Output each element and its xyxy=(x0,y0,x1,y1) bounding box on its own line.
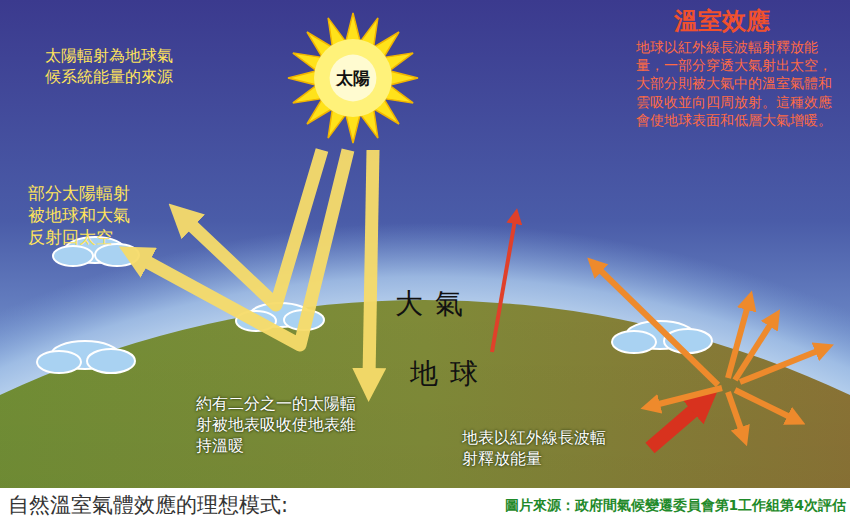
atmosphere-label: 大氣 xyxy=(395,286,505,322)
reflection-note: 部分太陽輻射被地球和大氣反射回太空 xyxy=(28,182,140,248)
panel-body: 地球以紅外線長波輻射釋放能量，一部分穿透大氣射出太空，大部分則被大氣中的溫室氣體… xyxy=(636,38,842,129)
source-caption: 圖片來源：政府間氣候變遷委員會第1工作組第4次評估 xyxy=(410,496,846,514)
sun-note: 太陽輻射為地球氣候系統能量的來源 xyxy=(45,46,187,88)
earth-label: 地球 xyxy=(410,356,500,392)
infrared-note: 地表以紅外線長波輻射釋放能量 xyxy=(462,428,608,470)
sun-circle: 太陽 xyxy=(286,11,420,145)
diagram-title: 自然溫室氣體效應的理想模式: xyxy=(8,492,408,519)
node-text: 太陽 xyxy=(336,68,370,88)
panel-heading: 溫室效應 xyxy=(674,6,804,37)
absorption-note: 約有二分之一的太陽輻射被地表吸收使地表維持溫暖 xyxy=(196,394,356,456)
node-label: 太陽 xyxy=(336,68,370,88)
